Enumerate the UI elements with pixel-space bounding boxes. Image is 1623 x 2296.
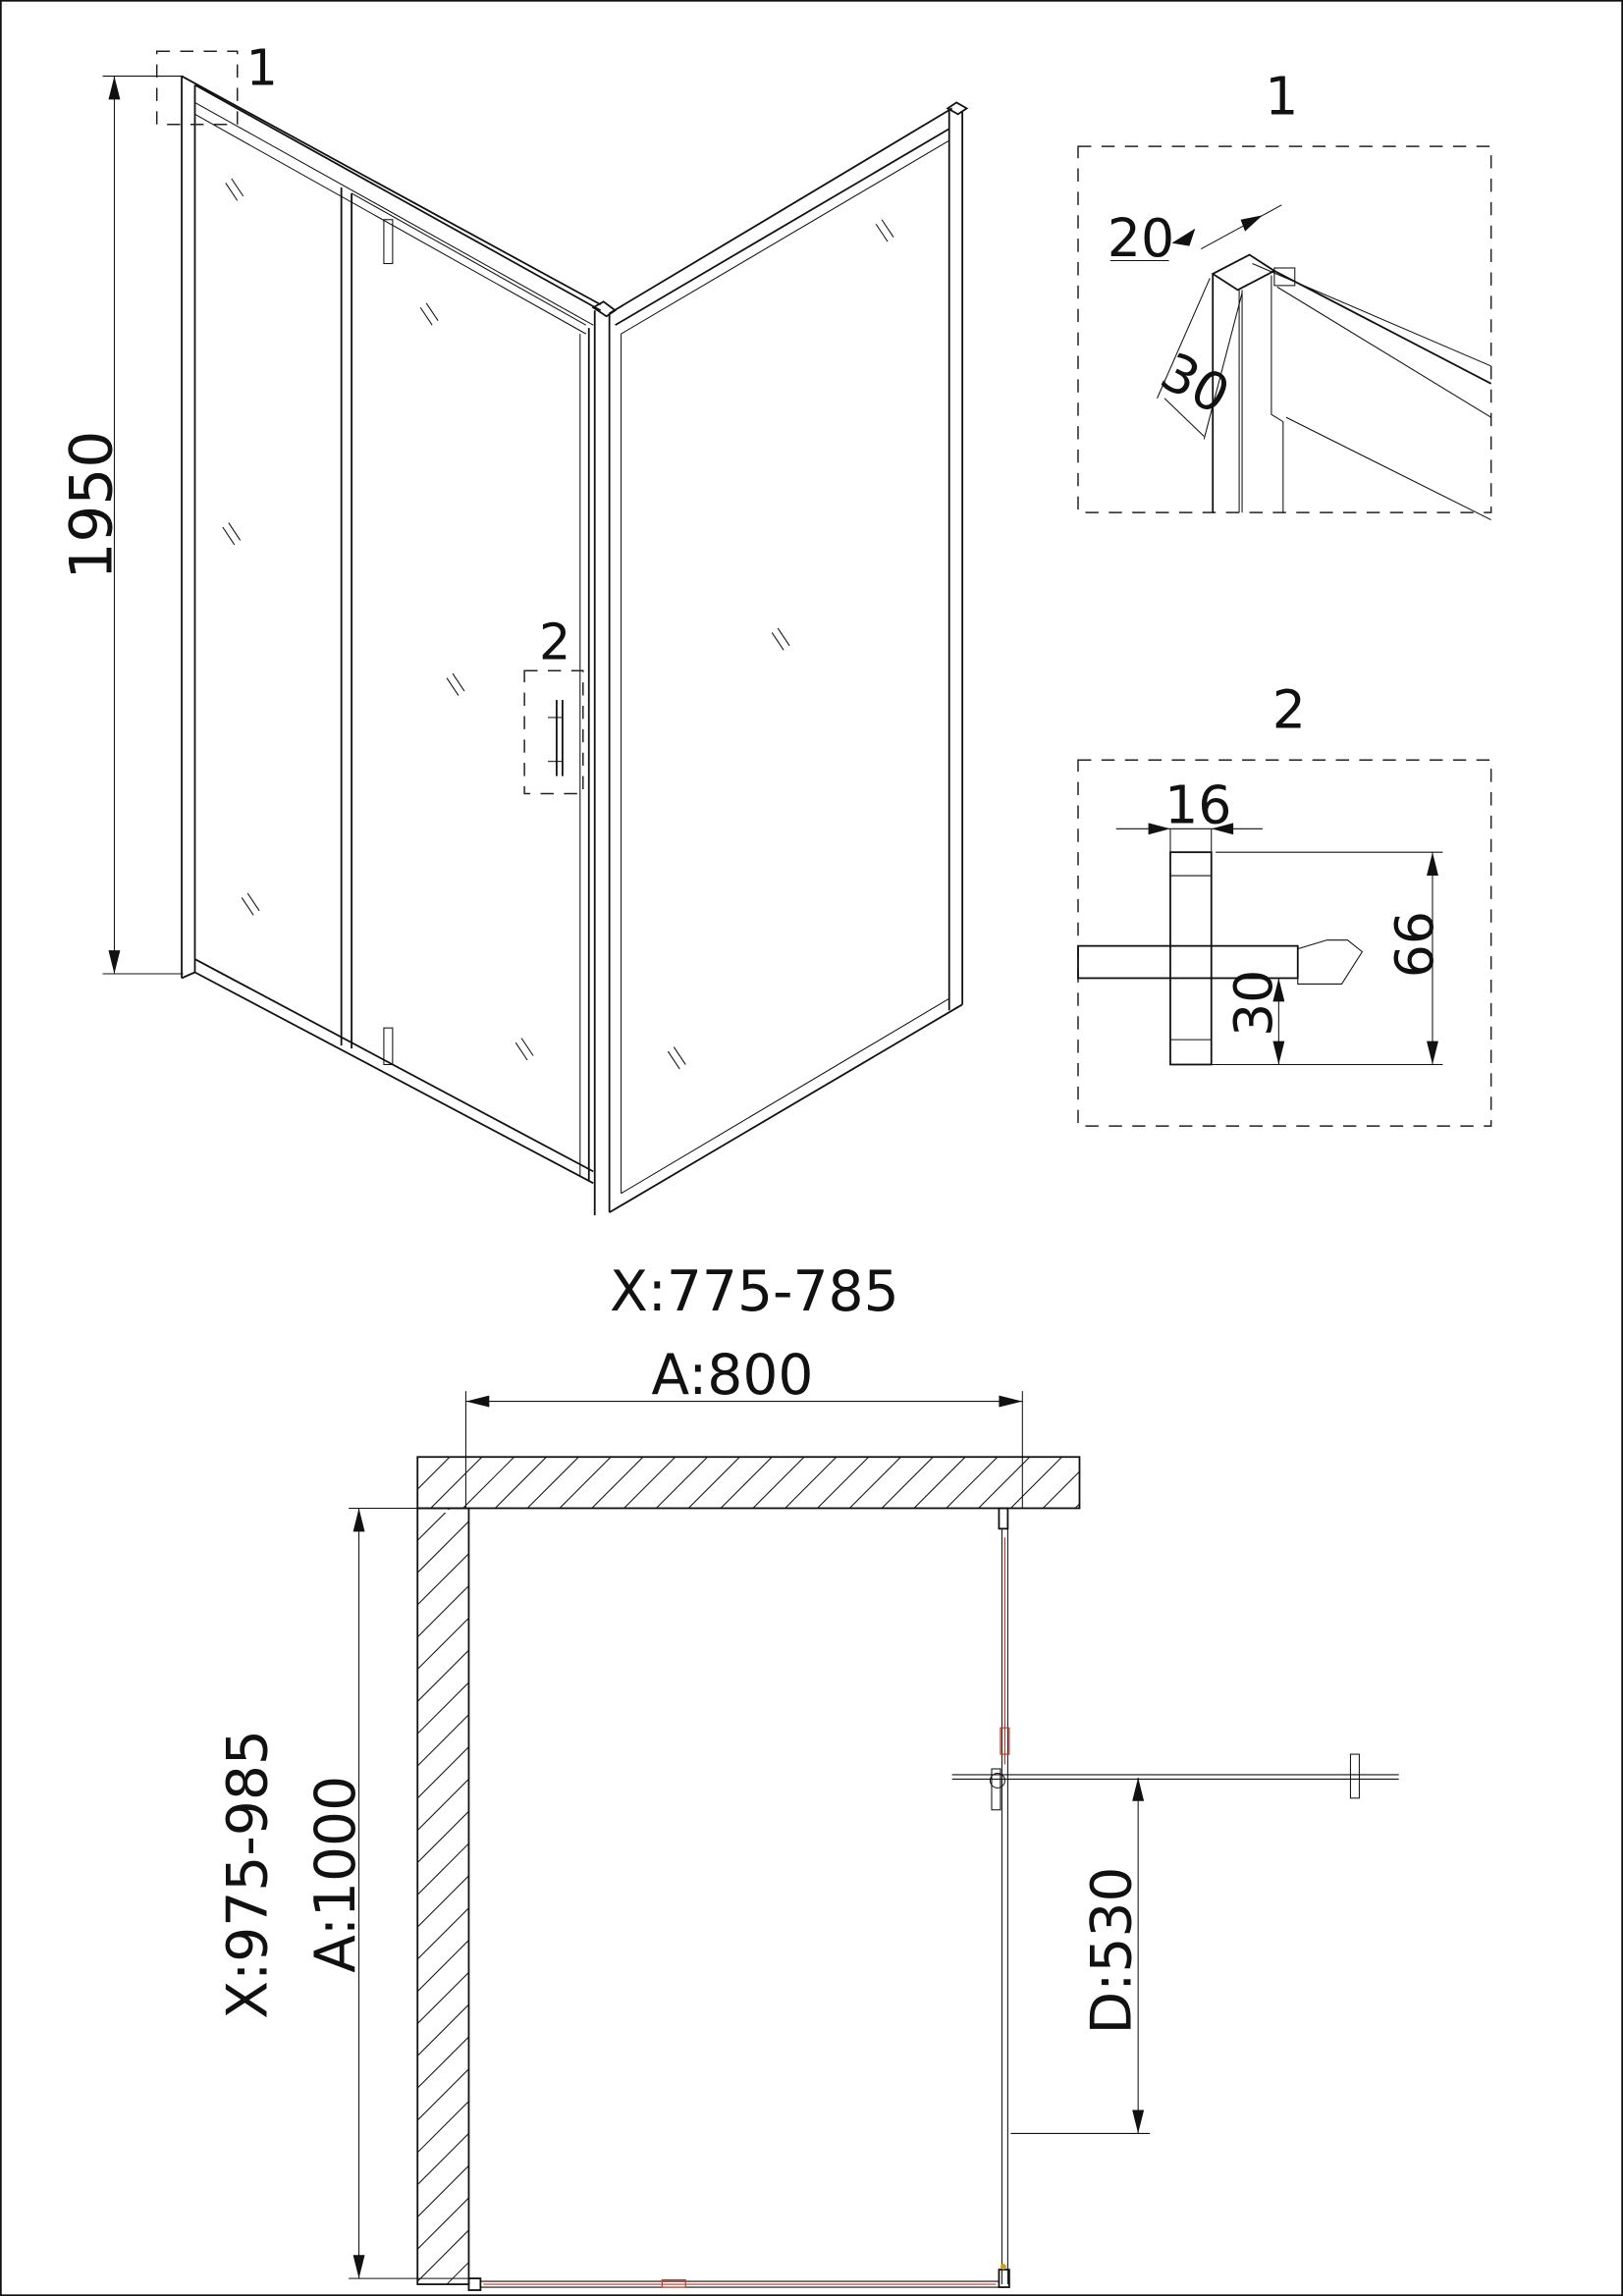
hatch-line xyxy=(416,1617,469,1670)
hatch-line xyxy=(416,1553,469,1606)
hatch-line xyxy=(416,1456,451,1490)
hatch-line xyxy=(526,1456,579,1509)
hatch-line xyxy=(462,1456,515,1509)
hatch-line xyxy=(416,1521,469,1574)
hatch-line xyxy=(1010,1456,1062,1509)
hatch-line xyxy=(416,2003,469,2056)
detail-2-height-dim: 66 xyxy=(1383,911,1445,978)
back-wall xyxy=(416,1456,1081,1510)
hatch-line xyxy=(416,2068,469,2121)
plan-view: X:775-785 A:800 A:1000 X:975-985 xyxy=(216,1259,1399,2291)
hatch-line xyxy=(416,1907,469,1960)
hatch-line xyxy=(656,1456,708,1509)
detail-2-offset-dim: 30 xyxy=(1222,970,1284,1037)
detail-1-title: 1 xyxy=(1265,65,1298,127)
hatch-line xyxy=(416,1585,469,1638)
hatch-line xyxy=(416,1940,469,1993)
hatch-line xyxy=(881,1456,934,1509)
detail-1: 1 20 30 xyxy=(1077,65,1492,521)
callout-2-label: 2 xyxy=(539,613,570,670)
hatch-line xyxy=(752,1456,805,1509)
hatch-line xyxy=(416,2164,469,2217)
hatch-line xyxy=(946,1456,999,1509)
hatch-line xyxy=(430,1456,483,1509)
hatch-line xyxy=(416,1875,469,1928)
hatch-line xyxy=(591,1456,644,1509)
hatch-line xyxy=(913,1456,966,1509)
detail-2: 2 66 30 16 xyxy=(1077,678,1492,1127)
plan-a-width: A:800 xyxy=(651,1343,813,1408)
hatch-line xyxy=(416,1810,469,1863)
wall-hatching xyxy=(416,1456,1080,2285)
isometric-view: 1950 xyxy=(58,39,969,1216)
height-dim-label: 1950 xyxy=(58,431,126,580)
hatch-line xyxy=(416,1649,469,1702)
hatch-line xyxy=(416,1746,469,1799)
hatch-line xyxy=(416,1842,469,1896)
callout-1-label: 1 xyxy=(246,39,278,97)
callout-box-2 xyxy=(523,669,584,795)
plan-d-door: D:530 xyxy=(1080,1867,1145,2035)
hatch-line xyxy=(848,1456,901,1509)
hatch-line xyxy=(416,2036,469,2089)
hatch-line xyxy=(494,1456,547,1509)
plan-x-width-range: X:775-785 xyxy=(610,1259,899,1324)
plan-a-depth: A:1000 xyxy=(303,1776,368,1973)
hatch-line xyxy=(416,2133,469,2185)
side-wall xyxy=(416,1507,470,2285)
hatch-line xyxy=(416,2197,469,2250)
callout-box-1 xyxy=(155,50,239,126)
hatch-line xyxy=(416,1508,451,1541)
hatch-line xyxy=(416,2101,469,2154)
hatch-line xyxy=(978,1456,1031,1509)
hatch-line xyxy=(559,1456,612,1509)
hatch-line xyxy=(817,1456,870,1509)
hatch-line xyxy=(446,2262,469,2285)
hatch-line xyxy=(1042,1470,1080,1509)
hatch-line xyxy=(687,1456,740,1509)
hatch-line xyxy=(416,1682,469,1735)
hatch-line xyxy=(623,1456,676,1509)
plan-x-depth-range: X:975-985 xyxy=(216,1730,281,2019)
glass-reflection-marks xyxy=(222,178,894,1070)
hatch-line xyxy=(416,1779,469,1832)
hatch-line xyxy=(720,1456,773,1509)
hatch-line xyxy=(784,1456,838,1509)
detail-2-width-dim: 16 xyxy=(1164,774,1231,835)
detail-1-width-dim: 20 xyxy=(1108,207,1174,269)
hatch-line xyxy=(416,2229,469,2282)
hatch-line xyxy=(416,1971,469,2024)
detail-2-title: 2 xyxy=(1272,678,1306,740)
height-dimension: 1950 xyxy=(58,76,184,975)
hatch-line xyxy=(416,1714,469,1767)
